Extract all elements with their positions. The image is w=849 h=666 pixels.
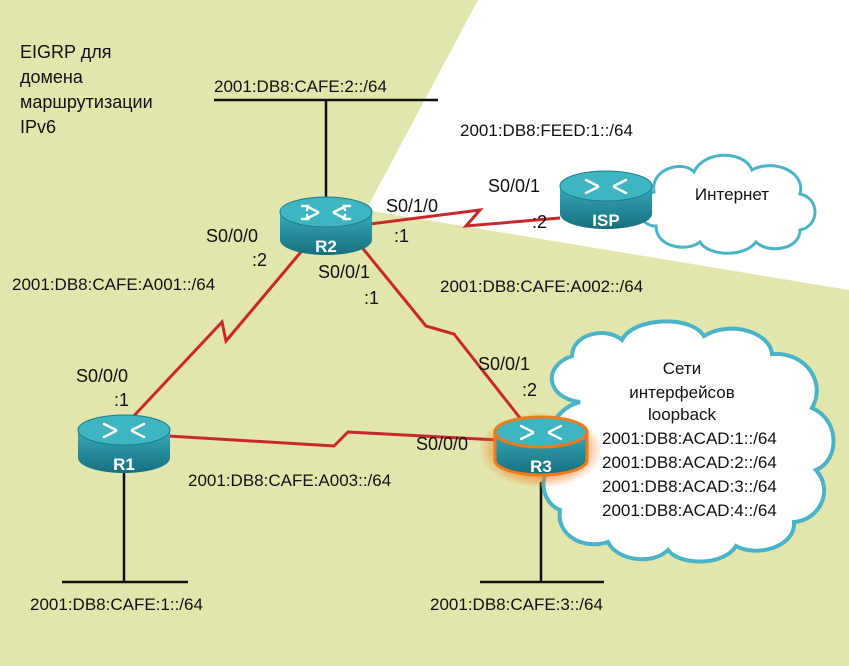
router-r3-label: R3 bbox=[530, 457, 552, 476]
router-arrows-icon bbox=[519, 424, 563, 441]
r2-s010-host: :1 bbox=[394, 226, 409, 246]
isp-link-network: 2001:DB8:FEED:1::/64 bbox=[460, 121, 633, 140]
diagram-title: EIGRP для домена маршрутизации IPv6 bbox=[20, 42, 153, 137]
internet-cloud: Интернет bbox=[637, 153, 817, 255]
title-line-4: IPv6 bbox=[20, 117, 56, 137]
r2-r3-network: 2001:DB8:CAFE:A002::/64 bbox=[440, 277, 643, 296]
serial-links bbox=[128, 208, 561, 448]
router-isp-label: ISP bbox=[592, 211, 619, 230]
r2-lan-network: 2001:DB8:CAFE:2::/64 bbox=[214, 77, 387, 96]
r1-r2-network: 2001:DB8:CAFE:A001::/64 bbox=[12, 275, 215, 294]
router-arrows-icon bbox=[300, 204, 352, 221]
isp-s001-port: S0/0/1 bbox=[488, 176, 540, 196]
loopback-network-1: 2001:DB8:ACAD:1::/64 bbox=[602, 429, 777, 448]
r2-s001-host: :1 bbox=[364, 288, 379, 308]
router-r1[interactable]: R1 bbox=[77, 414, 171, 474]
r3-s000-port: S0/0/0 bbox=[416, 434, 468, 454]
r3-lan-network: 2001:DB8:CAFE:3::/64 bbox=[430, 595, 603, 614]
router-arrows-icon bbox=[584, 178, 628, 195]
isp-s001-host: :2 bbox=[532, 212, 547, 232]
title-line-2: домена bbox=[20, 67, 84, 87]
r3-s001-host: :2 bbox=[522, 380, 537, 400]
r2-s000-port: S0/0/0 bbox=[206, 226, 258, 246]
loopback-cloud: Сети интерфейсов loopback 2001:DB8:ACAD:… bbox=[541, 319, 836, 564]
router-r1-label: R1 bbox=[113, 455, 135, 474]
r1-r3-network: 2001:DB8:CAFE:A003::/64 bbox=[188, 471, 391, 490]
loopback-title-line-2: интерфейсов bbox=[629, 383, 735, 402]
r1-lan-network: 2001:DB8:CAFE:1::/64 bbox=[30, 595, 203, 614]
loopback-network-4: 2001:DB8:ACAD:4::/64 bbox=[602, 501, 777, 520]
internet-label: Интернет bbox=[695, 185, 769, 204]
title-line-3: маршрутизации bbox=[20, 92, 153, 112]
r2-s000-host: :2 bbox=[252, 250, 267, 270]
r1-s000-host: :1 bbox=[114, 390, 129, 410]
port-labels: S0/1/0 :1 S0/0/1 :2 S0/0/0 :2 S0/0/1 :1 … bbox=[76, 176, 547, 454]
serial-r1-r2 bbox=[128, 245, 308, 422]
router-arrows-icon bbox=[102, 422, 146, 439]
network-labels: 2001:DB8:CAFE:2::/64 2001:DB8:FEED:1::/6… bbox=[12, 77, 643, 614]
r2-s010-port: S0/1/0 bbox=[386, 196, 438, 216]
router-isp[interactable]: ISP bbox=[559, 170, 653, 230]
serial-r2-isp bbox=[369, 208, 561, 228]
r2-s001-port: S0/0/1 bbox=[318, 262, 370, 282]
router-r2[interactable]: R2 bbox=[279, 196, 373, 256]
loopback-title-line-1: Сети bbox=[663, 359, 701, 378]
loopback-title-line-3: loopback bbox=[648, 405, 717, 424]
r3-s001-port: S0/0/1 bbox=[478, 354, 530, 374]
router-r3[interactable]: R3 bbox=[479, 412, 603, 488]
r1-s000-port: S0/0/0 bbox=[76, 366, 128, 386]
router-r2-label: R2 bbox=[315, 237, 337, 256]
title-line-1: EIGRP для bbox=[20, 42, 111, 62]
ethernet-links bbox=[62, 98, 604, 584]
loopback-network-2: 2001:DB8:ACAD:2::/64 bbox=[602, 453, 777, 472]
loopback-network-3: 2001:DB8:ACAD:3::/64 bbox=[602, 477, 777, 496]
serial-r1-r3 bbox=[167, 430, 499, 448]
serial-r2-r3 bbox=[358, 244, 522, 419]
